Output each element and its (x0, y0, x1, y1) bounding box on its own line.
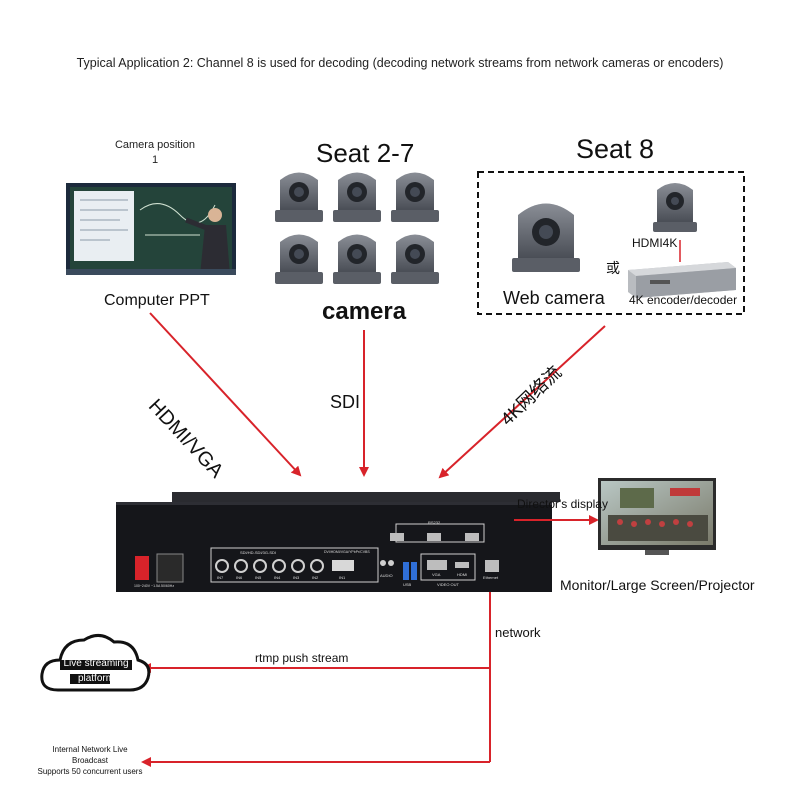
intranet-label: Internal Network Live Broadcast Supports… (30, 744, 150, 777)
or-label: 或 (606, 260, 620, 276)
device-rs232-label: RS232 (428, 520, 441, 525)
ptz-camera-6 (391, 234, 439, 284)
ptz-camera-group (275, 172, 439, 284)
device-usb-label: USB (403, 582, 412, 587)
hdmi4k-label: HDMI4K (632, 236, 678, 250)
sdi-arrow-label: SDI (330, 392, 361, 412)
intranet-line2: Broadcast (71, 756, 109, 765)
encoder-label: 4K encoder/decoder (629, 293, 738, 307)
rtmp-label: rtmp push stream (255, 651, 349, 665)
computer-ppt-label: Computer PPT (104, 292, 210, 309)
web-camera-image (512, 203, 580, 272)
camera-label: camera (322, 298, 407, 325)
device-ethernet-label: Ethernet (483, 575, 499, 580)
device-sdi-port-in4: IN4 (274, 575, 281, 580)
arrow-4k-network (438, 325, 606, 479)
cloud-icon (40, 634, 151, 692)
network-label: network (495, 625, 541, 640)
directors-display-label: Director's display (517, 497, 608, 511)
device-sdi-port-in2: IN2 (312, 575, 319, 580)
live-platform-line2: platform (77, 673, 115, 684)
device-video-out-label: VIDEO OUT (437, 582, 460, 587)
ptz-camera-3 (391, 172, 439, 222)
device-dvi-header: DVI/HDMI/VGA/YPbPr/CVBS (324, 550, 370, 554)
ptz-camera-5 (333, 234, 381, 284)
encoder-box-image (628, 262, 736, 298)
device-audio-label: AUDIO (380, 573, 393, 578)
device-dvi-port: IN1 (339, 575, 346, 580)
camera-position-label: Camera position 1 (100, 138, 210, 168)
ptz-camera-1 (275, 172, 323, 222)
live-platform-line1: Live streaming (63, 658, 129, 669)
device-vga-label: VGA (432, 572, 441, 577)
device-hdmi-label: HDMI (457, 572, 468, 577)
monitor-image (598, 478, 716, 555)
monitor-label: Monitor/Large Screen/Projector (560, 577, 755, 593)
intranet-line1: Internal Network Live (52, 745, 128, 754)
device-sdi-port-in7: IN7 (217, 575, 224, 580)
arrow-hdmi-vga (149, 312, 302, 477)
network-lines (141, 592, 491, 767)
device-sdi-port-in5: IN5 (255, 575, 262, 580)
device-sdi-port-in3: IN3 (293, 575, 300, 580)
web-camera-label: Web camera (503, 288, 605, 308)
main-device (116, 492, 560, 592)
seat-2-7-label: Seat 2-7 (316, 138, 415, 168)
device-sdi-port-in6: IN6 (236, 575, 243, 580)
camera-position-line1: Camera position (114, 139, 196, 151)
device-power-label: 100~240V ~1.5A 50/60Hz (134, 584, 175, 588)
device-sdi-header: SDI/HD-SDI/3G-SDI (240, 550, 277, 555)
ptz-camera-2 (333, 172, 381, 222)
classroom-board-image (66, 183, 236, 275)
diagram-title: Typical Application 2: Channel 8 is used… (76, 56, 724, 70)
seat8-dashed-box (477, 171, 745, 315)
ptz-camera-4 (275, 234, 323, 284)
intranet-line3: Supports 50 concurrent users (37, 767, 143, 776)
hdmi-camera-image (653, 183, 697, 232)
live-platform-label: Live streaming platform (60, 657, 132, 685)
seat-8-label: Seat 8 (576, 134, 655, 164)
camera-position-line2: 1 (151, 154, 159, 166)
